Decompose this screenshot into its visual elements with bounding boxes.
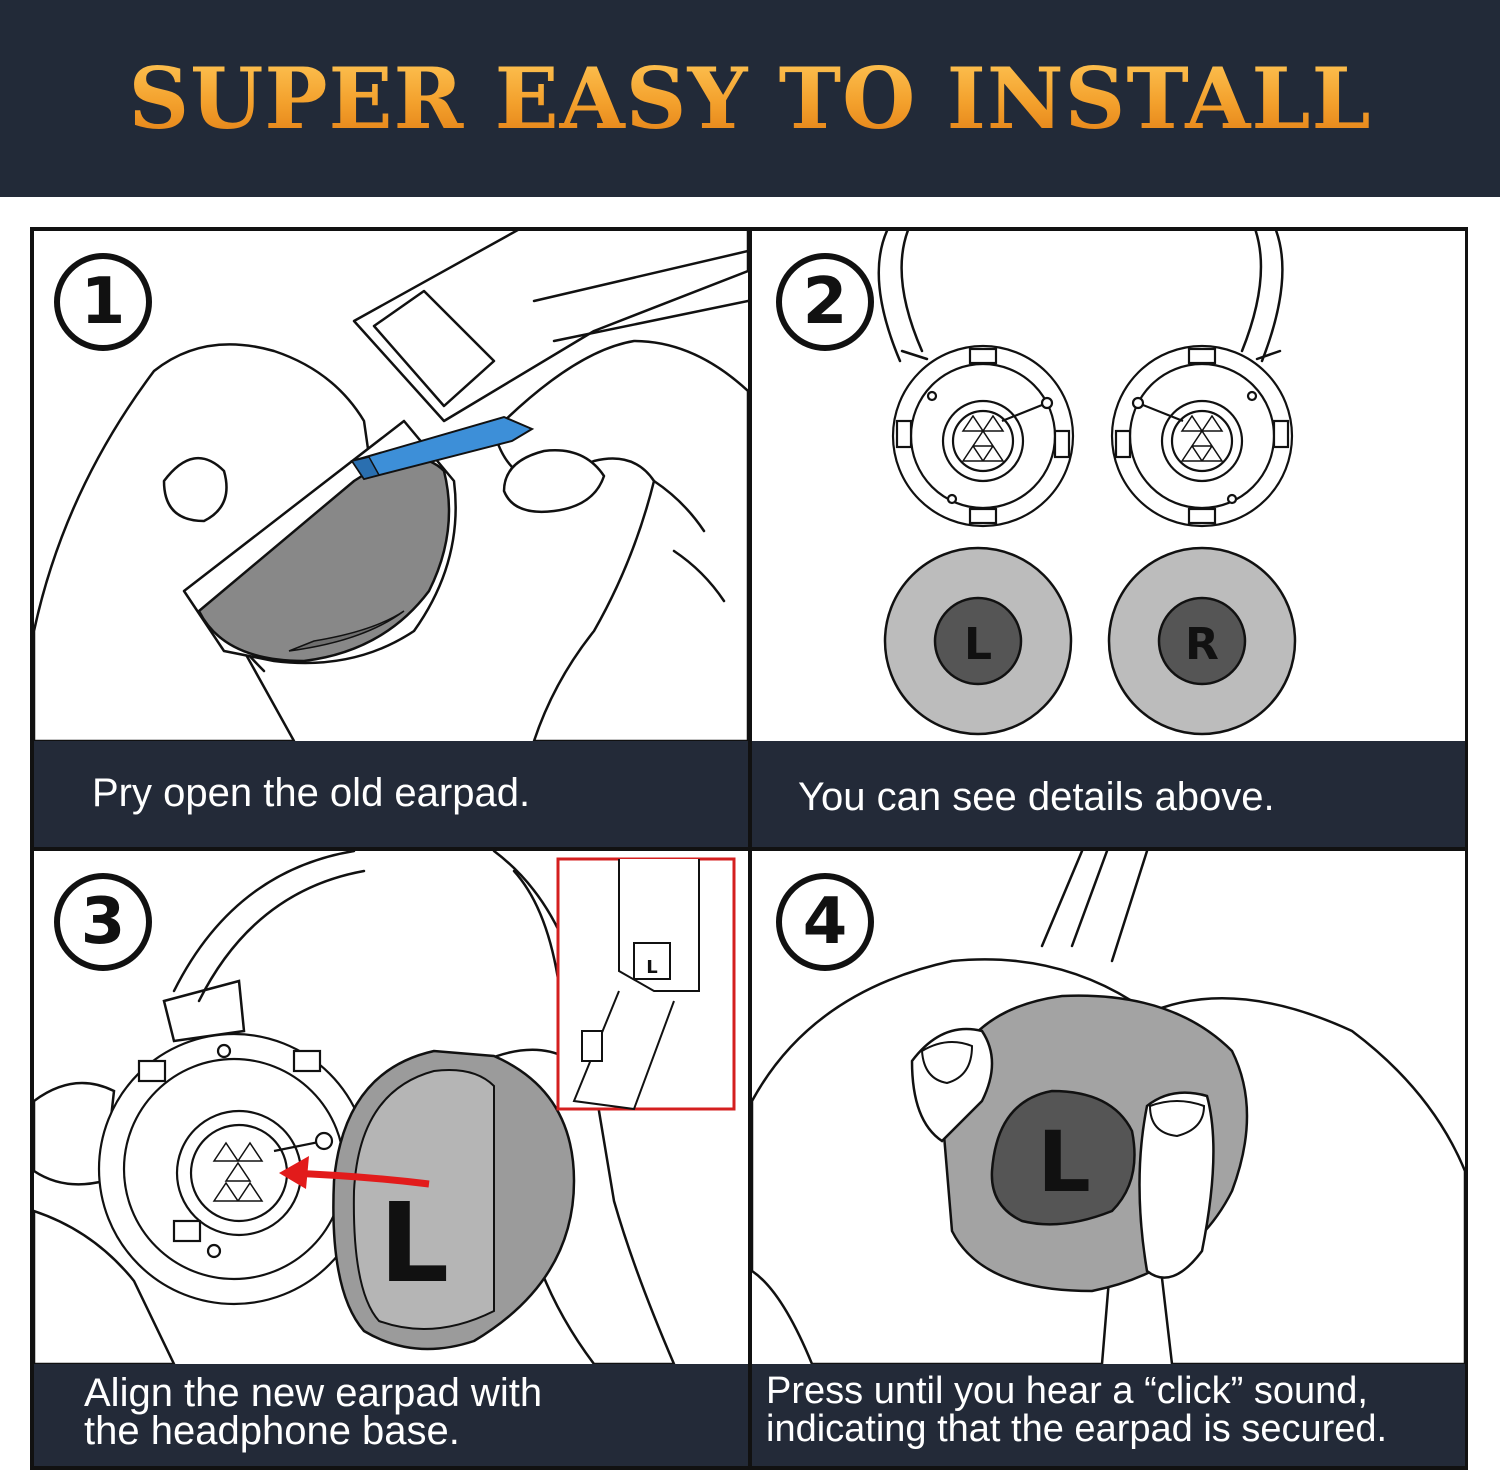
step-3-caption-bar: Align the new earpad with the headphone … [34,1364,748,1466]
banner-title: SUPER EASY TO INSTALL [128,49,1372,148]
new-earpad-label: L [379,1179,449,1307]
step-4-caption: Press until you hear a “click” sound, in… [766,1372,1387,1448]
pry-earpad-illustration [34,231,748,741]
right-pad-label: R [1185,619,1219,670]
step-3-illustration: L L [34,851,748,1364]
step-4-caption-line-2: indicating that the earpad is secured. [766,1408,1388,1450]
step-1-panel: 1 Pry open the old earpad. [34,231,748,847]
step-2-panel: L R 2 You can see details above. [752,231,1465,847]
step-3-caption-line-2: the headphone base. [84,1409,460,1453]
step-3-caption: Align the new earpad with the headphone … [84,1371,543,1453]
step-3-number-badge: 3 [54,873,152,971]
step-2-number-badge: 2 [776,253,874,351]
step-4-number-badge: 4 [776,873,874,971]
step-4-panel: L 4 Press until you hear a “click” sound… [752,851,1465,1466]
step-4-caption-line-1: Press until you hear a “click” sound, [766,1370,1368,1412]
step-1-caption-line-1: Pry open the old earpad. [92,771,531,815]
step-2-caption-line-1: You can see details above. [798,775,1275,819]
pressed-earpad-label: L [1037,1113,1091,1211]
step-3-panel: L L 3 Align the new earpad with the head… [34,851,748,1466]
step-4-caption-bar: Press until you hear a “click” sound, in… [752,1364,1465,1466]
step-1-number-badge: 1 [54,253,152,351]
step-2-caption-bar: You can see details above. [752,741,1465,847]
step-2-caption: You can see details above. [798,775,1275,820]
install-steps-grid: 1 Pry open the old earpad. [30,227,1468,1470]
step-1-caption: Pry open the old earpad. [92,771,530,816]
step-1-illustration [34,231,748,741]
inset-label: L [646,957,657,978]
title-banner: SUPER EASY TO INSTALL [0,0,1500,197]
step-2-illustration: L R [752,231,1465,741]
step-3-caption-line-1: Align the new earpad with [84,1371,543,1415]
step-1-caption-bar: Pry open the old earpad. [34,741,748,847]
left-pad-label: L [964,619,992,670]
press-earpad-illustration: L [752,851,1465,1364]
headphone-base-diagram: L R [877,231,1297,736]
align-earpad-illustration: L L [34,851,736,1364]
